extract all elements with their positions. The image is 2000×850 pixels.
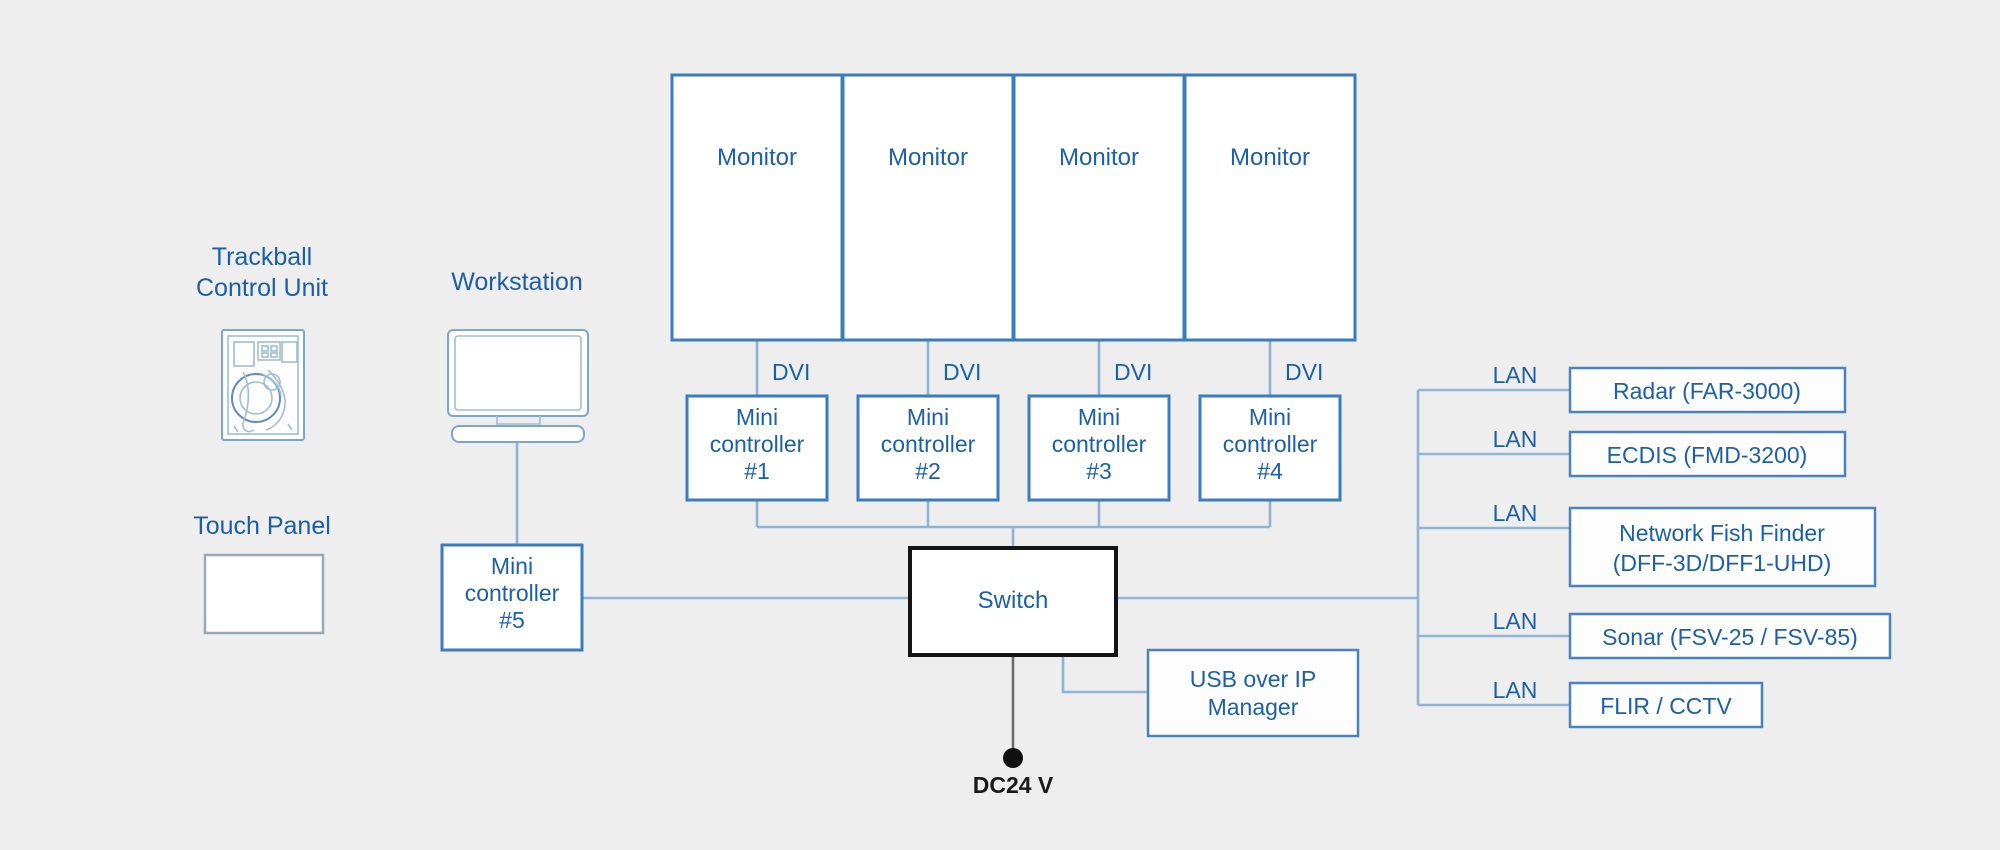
monitor-2-label: Monitor [888, 144, 968, 171]
lan-device-sonar-box[interactable] [1568, 612, 1892, 660]
monitor-3-box[interactable] [1012, 73, 1186, 342]
lan-device-ecdis-box[interactable] [1568, 430, 1847, 478]
lan-label-2: LAN [1493, 426, 1538, 452]
monitor-row: Monitor Monitor Monitor Monitor [670, 73, 1357, 342]
mini-controller-3[interactable]: Mini controller #3 [1027, 394, 1171, 502]
mini-controller-3-line2: controller [1052, 431, 1147, 457]
dvi-label-4: DVI [1285, 359, 1323, 385]
dvi-label-group: DVI DVI DVI DVI [772, 359, 1323, 385]
monitor-2[interactable]: Monitor [841, 73, 1015, 342]
monitor-4-box[interactable] [1183, 73, 1357, 342]
mini-controller-1[interactable]: Mini controller #1 [685, 394, 829, 502]
mini-controller-3-box[interactable] [1027, 394, 1171, 502]
lan-device-fish-finder-box[interactable] [1568, 506, 1877, 588]
mini-controller-1-line1: Mini [736, 404, 778, 430]
lan-label-3: LAN [1493, 500, 1538, 526]
monitor-1-box[interactable] [670, 73, 844, 342]
mini-controller-5-line2: controller [465, 580, 560, 606]
wire-switch-usb-manager [1061, 655, 1148, 694]
mini-controller-4-line3: #4 [1257, 458, 1283, 484]
lan-device-sonar-label: Sonar (FSV-25 / FSV-85) [1602, 624, 1858, 650]
lan-device-radar-box[interactable] [1568, 366, 1847, 414]
usb-over-ip-manager-line2: Manager [1208, 694, 1299, 720]
trackball-icon [221, 329, 305, 441]
trackball-label-line2: Control Unit [196, 274, 328, 302]
mini-controller-4[interactable]: Mini controller #4 [1198, 394, 1342, 502]
switch-box[interactable] [908, 546, 1118, 657]
mini-controller-2-line1: Mini [907, 404, 949, 430]
lan-device-fish-finder-line2: (DFF-3D/DFF1-UHD) [1613, 550, 1831, 576]
touch-panel-box[interactable] [203, 553, 325, 635]
dvi-label-1: DVI [772, 359, 810, 385]
lan-device-fish-finder-line1: Network Fish Finder [1619, 520, 1825, 546]
mini-controller-5[interactable]: Mini controller #5 [440, 543, 584, 652]
mini-controller-2[interactable]: Mini controller #2 [856, 394, 1000, 502]
mini-controller-2-box[interactable] [856, 394, 1000, 502]
touch-panel-label: Touch Panel [193, 512, 331, 540]
workstation-display-icon [447, 329, 589, 443]
lan-label-group: LAN LAN LAN LAN LAN [1493, 362, 1538, 703]
monitor-2-box[interactable] [841, 73, 1015, 342]
workstation-label: Workstation [451, 268, 583, 296]
mini-controller-1-box[interactable] [685, 394, 829, 502]
lan-label-5: LAN [1493, 677, 1538, 703]
monitor-1-label: Monitor [717, 144, 797, 171]
monitor-3[interactable]: Monitor [1012, 73, 1186, 342]
switch-label: Switch [978, 587, 1049, 614]
dvi-label-3: DVI [1114, 359, 1152, 385]
mini-controller-4-line2: controller [1223, 431, 1318, 457]
lan-device-sonar[interactable]: Sonar (FSV-25 / FSV-85) [1568, 612, 1892, 660]
monitor-4-label: Monitor [1230, 144, 1310, 171]
lan-label-4: LAN [1493, 608, 1538, 634]
switch-node[interactable]: Switch [908, 546, 1118, 657]
mini-controller-row: Mini controller #1 Mini controller #2 Mi… [685, 394, 1342, 502]
mini-controller-5-box[interactable] [440, 543, 584, 652]
mini-controller-2-line3: #2 [915, 458, 941, 484]
monitor-1[interactable]: Monitor [670, 73, 844, 342]
usb-over-ip-manager-line1: USB over IP [1190, 666, 1317, 692]
trackball-label-line1: Trackball [212, 243, 313, 271]
touch-panel[interactable]: Touch Panel [193, 512, 331, 635]
mini-controller-1-line2: controller [710, 431, 805, 457]
mini-controller-4-box[interactable] [1198, 394, 1342, 502]
lan-device-flir-cctv-box[interactable] [1568, 681, 1764, 729]
power-source: DC24 V [973, 772, 1054, 798]
usb-over-ip-manager[interactable]: USB over IP Manager [1146, 648, 1360, 738]
wire-group [515, 340, 1570, 768]
trackball-control-unit[interactable]: Trackball Control Unit [196, 243, 328, 441]
lan-device-ecdis[interactable]: ECDIS (FMD-3200) [1568, 430, 1847, 478]
lan-device-group: Radar (FAR-3000) ECDIS (FMD-3200) Networ… [1568, 366, 1892, 729]
mini-controller-5-line3: #5 [499, 607, 525, 633]
lan-device-radar[interactable]: Radar (FAR-3000) [1568, 366, 1847, 414]
lan-device-fish-finder[interactable]: Network Fish Finder (DFF-3D/DFF1-UHD) [1568, 506, 1877, 588]
power-label: DC24 V [973, 772, 1054, 798]
workstation[interactable]: Workstation [447, 268, 589, 443]
usb-over-ip-manager-box[interactable] [1146, 648, 1360, 738]
mini-controller-3-line3: #3 [1086, 458, 1112, 484]
lan-device-flir-cctv[interactable]: FLIR / CCTV [1568, 681, 1764, 729]
dvi-label-2: DVI [943, 359, 981, 385]
monitor-3-label: Monitor [1059, 144, 1139, 171]
mini-controller-1-line3: #1 [744, 458, 770, 484]
mini-controller-3-line1: Mini [1078, 404, 1120, 430]
lan-device-ecdis-label: ECDIS (FMD-3200) [1607, 442, 1808, 468]
monitor-4[interactable]: Monitor [1183, 73, 1357, 342]
lan-label-1: LAN [1493, 362, 1538, 388]
lan-device-flir-cctv-label: FLIR / CCTV [1600, 693, 1732, 719]
power-terminal-dot [1003, 748, 1023, 768]
mini-controller-4-line1: Mini [1249, 404, 1291, 430]
mini-controller-5-line1: Mini [491, 553, 533, 579]
mini-controller-2-line2: controller [881, 431, 976, 457]
lan-device-radar-label: Radar (FAR-3000) [1613, 378, 1801, 404]
